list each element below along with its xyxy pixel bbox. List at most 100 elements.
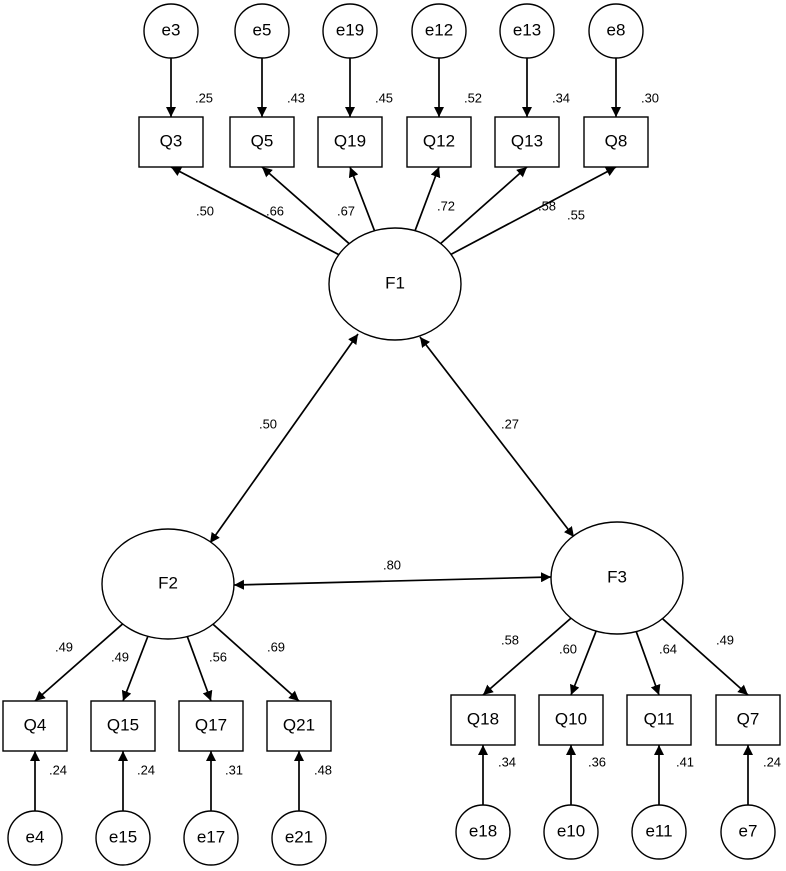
factor-f2 [101,528,235,640]
item-q10 [538,694,604,746]
factor-f1 [328,227,462,341]
loading-arrow-q8 [450,166,617,256]
loading-q15: .49 [111,649,129,664]
r2-q11: .41 [676,754,694,769]
error-q12 [411,3,467,59]
loading-q4: .49 [55,639,73,654]
error-q21 [271,810,327,866]
error-q13-label: e13 [513,20,541,39]
loading-q11: .64 [659,641,677,656]
r2-q4: .24 [49,762,67,777]
factor-f2-label: F2 [158,573,178,592]
item-q12-label: Q12 [423,131,455,150]
r2-q3: .25 [195,90,213,105]
loading-q5: .66 [266,203,284,218]
error-q7 [720,804,776,860]
item-q15 [90,700,156,752]
item-q19-label: Q19 [334,131,366,150]
error-q7-label: e7 [739,821,758,840]
error-q3-label: e3 [162,20,181,39]
error-q5 [234,3,290,59]
item-q5 [229,116,295,168]
item-q21-label: Q21 [283,715,315,734]
item-q17-label: Q17 [195,715,227,734]
loading-arrow-q4 [34,623,124,702]
loading-arrow-q19 [348,166,376,232]
error-q10 [543,804,599,860]
loading-q13: .58 [538,198,556,213]
r2-q18: .34 [498,754,516,769]
item-q4 [2,700,68,752]
r2-q12: .52 [464,90,482,105]
loading-arrow-q17 [186,636,213,702]
loading-q21: .69 [267,639,285,654]
r2-q8: .30 [641,90,659,105]
loading-q3: .50 [196,203,214,218]
loading-q8: .55 [567,207,585,222]
loading-arrow-q13 [440,166,528,245]
r2-q5: .43 [287,90,305,105]
loading-arrow-q15 [121,636,149,702]
item-q7 [715,694,781,746]
factor-f3 [550,521,684,635]
corr-arrow-f1-f2 [209,333,359,544]
error-q12-label: e12 [425,20,453,39]
error-q4-label: e4 [26,827,45,846]
error-q18 [455,804,511,860]
loading-arrow-q21 [212,623,300,702]
error-q13 [499,3,555,59]
loading-arrow-q10 [570,630,597,696]
item-q13 [494,116,560,168]
error-q4 [7,810,63,866]
r2-q21: .48 [314,762,332,777]
loading-arrow-q12 [414,166,441,231]
error-q21-label: e21 [285,827,313,846]
corr-f2-f3: .80 [383,557,401,572]
corr-f1-f3: .27 [501,416,519,431]
r2-q7: .24 [763,754,781,769]
item-q19 [317,116,383,168]
error-q17 [183,810,239,866]
loading-arrow-q7 [661,617,749,696]
item-q15-label: Q15 [107,715,139,734]
item-q17 [178,700,244,752]
loading-q10: .60 [559,641,577,656]
error-q11-label: e11 [645,821,672,840]
item-q11 [626,694,692,746]
r2-q15: .24 [137,762,155,777]
error-q8 [588,3,644,59]
error-q18-label: e18 [469,821,497,840]
r2-q19: .45 [375,90,393,105]
error-q10-label: e10 [557,821,585,840]
error-q15-label: e15 [109,827,137,846]
item-q18 [450,694,516,746]
error-q3 [143,3,199,59]
item-q11-label: Q11 [644,709,675,728]
loading-q19: .67 [337,203,355,218]
item-q5-label: Q5 [251,131,274,150]
item-q3-label: Q3 [160,131,183,150]
error-q15 [95,810,151,866]
corr-f1-f2: .50 [259,416,277,431]
error-q5-label: e5 [253,20,272,39]
loading-arrow-q18 [482,617,572,696]
loading-q12: .72 [437,198,455,213]
loading-q7: .49 [716,632,734,647]
error-q8-label: e8 [607,20,626,39]
item-q21 [266,700,332,752]
loading-arrow-q11 [635,631,661,696]
loading-arrow-q3 [170,166,340,256]
factor-f1-label: F1 [385,273,405,292]
error-q11 [631,804,687,860]
item-q13-label: Q13 [511,131,543,150]
r2-q13: .34 [552,90,570,105]
r2-q10: .36 [588,754,606,769]
loading-q17: .56 [209,649,227,664]
item-q8 [583,116,649,168]
item-q3 [138,116,204,168]
item-q4-label: Q4 [24,715,47,734]
factor-f3-label: F3 [607,567,627,586]
error-q17-label: e17 [197,827,225,846]
corr-arrow-f2-f3 [233,572,552,590]
